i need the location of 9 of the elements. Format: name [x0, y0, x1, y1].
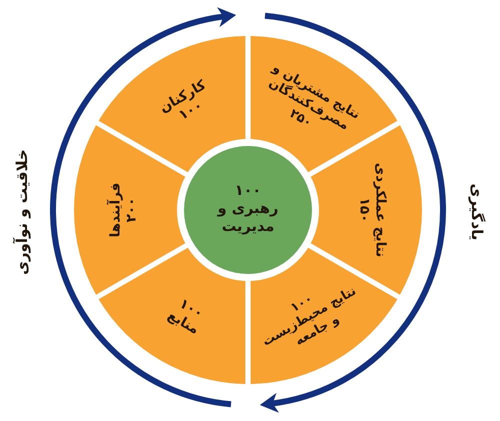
- center-title: رهبری و مدیریت: [217, 201, 279, 237]
- score-number: ۱۵۰: [356, 197, 372, 223]
- side-label: خلاقیت و نوآوری: [13, 149, 31, 275]
- side-label: یادگیری: [468, 184, 486, 240]
- score-number: ۱۰۰: [234, 183, 262, 202]
- criterion-title: نتایج عملکردی: [372, 162, 388, 258]
- score-number: ۲۰۰: [124, 197, 140, 223]
- criterion-title: فرآیندها: [108, 182, 124, 238]
- center-circle: [184, 146, 312, 274]
